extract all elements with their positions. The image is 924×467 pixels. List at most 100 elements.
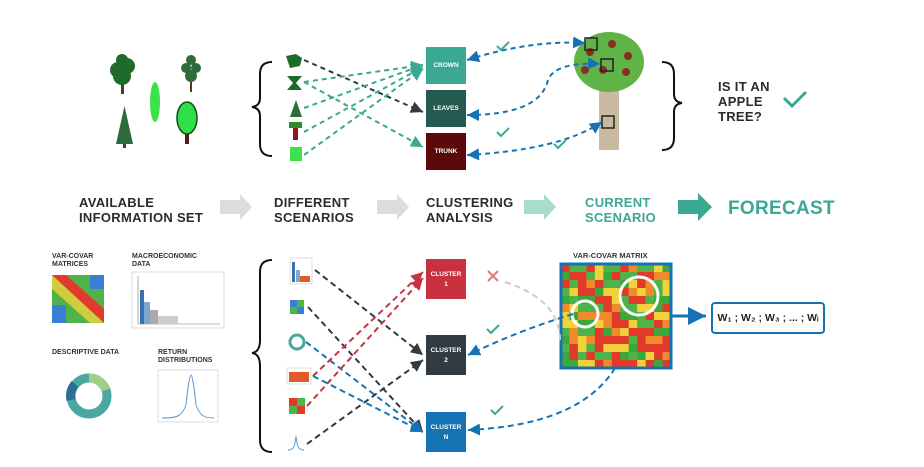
matrix-cell (628, 328, 638, 337)
matrix-cell (637, 288, 646, 297)
matrix-cell (611, 336, 621, 345)
matrix-cell (569, 344, 579, 353)
leaves-part-icon (287, 76, 302, 90)
matrix-cell (603, 288, 613, 297)
bar-mini-icon (286, 367, 312, 385)
matrix-cell (577, 360, 587, 369)
matrix-cell (569, 360, 579, 369)
matrix-cell (569, 272, 579, 281)
matrix-cell (577, 264, 587, 273)
matrix-mini-icon-2 (289, 398, 305, 414)
matrix-cell (561, 296, 570, 305)
donut-mini-icon (288, 333, 306, 351)
matrix-cell (603, 280, 613, 289)
matrix-cell (611, 344, 621, 353)
matrix-cell (603, 328, 613, 337)
cross-icon (487, 270, 499, 282)
crown-box-label: CROWN (433, 62, 459, 69)
matrix-cell (603, 312, 613, 321)
matrix-cell (586, 360, 596, 369)
matrix-cell (637, 352, 646, 361)
matrix-cell (654, 328, 663, 337)
matrix-cell (586, 272, 596, 281)
matrix-cell (569, 352, 579, 361)
matrix-cell (628, 264, 638, 273)
matrix-cell (577, 304, 587, 313)
round-tree-icon (110, 54, 135, 94)
label-macro: MACROECONOMIC DATA (132, 253, 197, 269)
matrix-cell (620, 312, 629, 321)
label-returns: RETURN DISTRIBUTIONS (158, 349, 213, 365)
matrix-cell (594, 272, 604, 281)
matrix-cell (603, 264, 613, 273)
matrix-cell (594, 264, 604, 273)
blue-arrow-cluster2 (467, 313, 574, 356)
scenario-parts-group (286, 54, 302, 161)
cluster-1-title: CLUSTER (430, 270, 462, 278)
flow-arrows (220, 193, 712, 221)
matrix-cell (569, 280, 579, 289)
matrix-cell (611, 304, 621, 313)
matrix-cell (603, 320, 613, 329)
matrix-cell (611, 280, 621, 289)
matrix-cell (628, 304, 638, 313)
question-label: IS IT AN APPLE TREE? (718, 79, 770, 124)
bottom-scenarios (286, 257, 313, 451)
matrix-cell (569, 264, 579, 273)
matrix-cell (620, 360, 629, 369)
matrix-cell (577, 336, 587, 345)
matrix-cell (645, 328, 655, 337)
matrix-cell (594, 320, 604, 329)
matrix-cell (654, 312, 663, 321)
matrix-cell (662, 312, 672, 321)
flow-arrow-4 (678, 193, 712, 221)
stage-available: AVAILABLE INFORMATION SET (79, 195, 204, 225)
matrix-cell (586, 264, 596, 273)
matrix-cell (611, 272, 621, 281)
matrix-cell (586, 312, 596, 321)
check-icon-cluster2 (486, 324, 500, 335)
matrix-cell (628, 352, 638, 361)
matrix-cell (561, 272, 570, 281)
matrix-cell (586, 304, 596, 313)
varcovar-matrix-graphic (561, 264, 672, 369)
matrix-cell (645, 296, 655, 305)
matrix-cell (561, 352, 570, 361)
matrix-cell (577, 328, 587, 337)
matrix-cell (603, 336, 613, 345)
matrix-cell (645, 304, 655, 313)
matrix-cell (577, 312, 587, 321)
matrix-cell (637, 328, 646, 337)
matrix-cell (662, 320, 672, 329)
cluster-2-box: CLUSTER 2 (426, 335, 466, 375)
matrix-cell (654, 336, 663, 345)
matrix-cell (603, 296, 613, 305)
matrix-cell (654, 344, 663, 353)
matrix-cell (561, 264, 570, 273)
matrix-cell (620, 264, 629, 273)
matrix-cell (569, 288, 579, 297)
matrix-cell (586, 296, 596, 305)
matrix-cell (628, 360, 638, 369)
crown-box: CROWN (426, 47, 466, 84)
cluster-1-box: CLUSTER 1 (426, 259, 466, 299)
matrix-cell (594, 344, 604, 353)
matrix-cell (645, 336, 655, 345)
matrix-cell (586, 280, 596, 289)
pine-part-icon (290, 100, 302, 117)
matrix-cell (620, 288, 629, 297)
matrix-cell (569, 320, 579, 329)
matrix-cell (645, 280, 655, 289)
matrix-cell (637, 264, 646, 273)
top-dashed-arrows (303, 59, 424, 156)
matrix-cell (662, 288, 672, 297)
matrix-cell (577, 280, 587, 289)
matrix-cell (577, 344, 587, 353)
matrix-frame (559, 262, 673, 370)
matrix-cell (586, 336, 596, 345)
matrix-mini-icon-1 (290, 300, 304, 314)
matrix-cell (594, 280, 604, 289)
matrix-cell (577, 272, 587, 281)
matrix-title: VAR-COVAR MATRIX (573, 251, 648, 260)
brace-right-icon (661, 61, 683, 151)
